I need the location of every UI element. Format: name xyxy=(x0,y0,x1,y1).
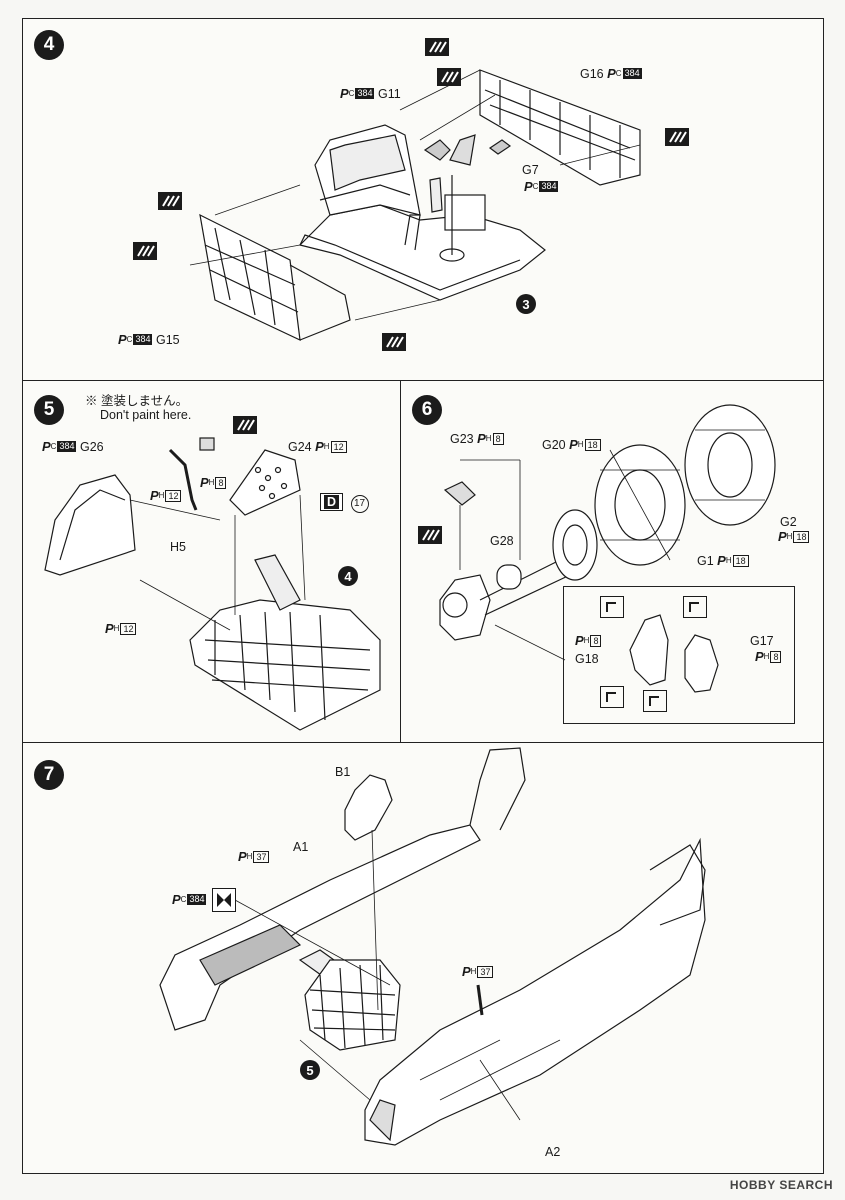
step6-callout-art xyxy=(629,614,719,693)
cement-icon xyxy=(382,333,406,351)
part-label-g28: G28 xyxy=(490,534,514,548)
no-paint-note-en: Don't paint here. xyxy=(100,408,192,422)
part-label-a1: A1 xyxy=(293,840,309,854)
cement-icon xyxy=(158,192,182,210)
brush-icon xyxy=(683,596,707,618)
brush-icon xyxy=(600,686,624,708)
part-label-g18: G18 xyxy=(575,652,599,666)
part-label-g2: G2 xyxy=(780,515,797,529)
part-label-b1: B1 xyxy=(335,765,351,779)
cement-icon xyxy=(437,68,461,86)
cement-icon xyxy=(665,128,689,146)
part-label-a2: A2 xyxy=(545,1145,561,1159)
step-ref-4: 4 xyxy=(338,566,358,586)
brush-icon xyxy=(643,690,667,712)
step7-fuselage-art xyxy=(159,747,706,1146)
cement-icon xyxy=(418,526,442,544)
step4-cockpit-art xyxy=(189,69,641,342)
step-ref-5: 5 xyxy=(300,1060,320,1080)
brush-icon xyxy=(600,596,624,618)
step-5-number: 5 xyxy=(34,395,64,425)
watermark: HOBBY SEARCH xyxy=(729,1178,833,1192)
cement-icon xyxy=(133,242,157,260)
cement-icon xyxy=(425,38,449,56)
part-label-h5: H5 xyxy=(170,540,186,554)
decal-ref: D 17 xyxy=(320,493,369,513)
cement-icon xyxy=(233,416,257,434)
step-ref-3: 3 xyxy=(516,294,536,314)
masking-icon xyxy=(212,888,236,912)
no-paint-note-jp: ※ 塗装しません。 xyxy=(85,394,189,408)
step-7-number: 7 xyxy=(34,760,64,790)
step5-assembly-art xyxy=(44,437,381,731)
part-label-g17: G17 xyxy=(750,634,774,648)
step-4-number: 4 xyxy=(34,30,64,60)
step-6-number: 6 xyxy=(412,395,442,425)
engine-detail-callout xyxy=(563,586,795,724)
step6-engine-art xyxy=(439,404,776,661)
part-label-g7: G7 xyxy=(522,163,539,177)
step-4-panel xyxy=(22,18,824,382)
